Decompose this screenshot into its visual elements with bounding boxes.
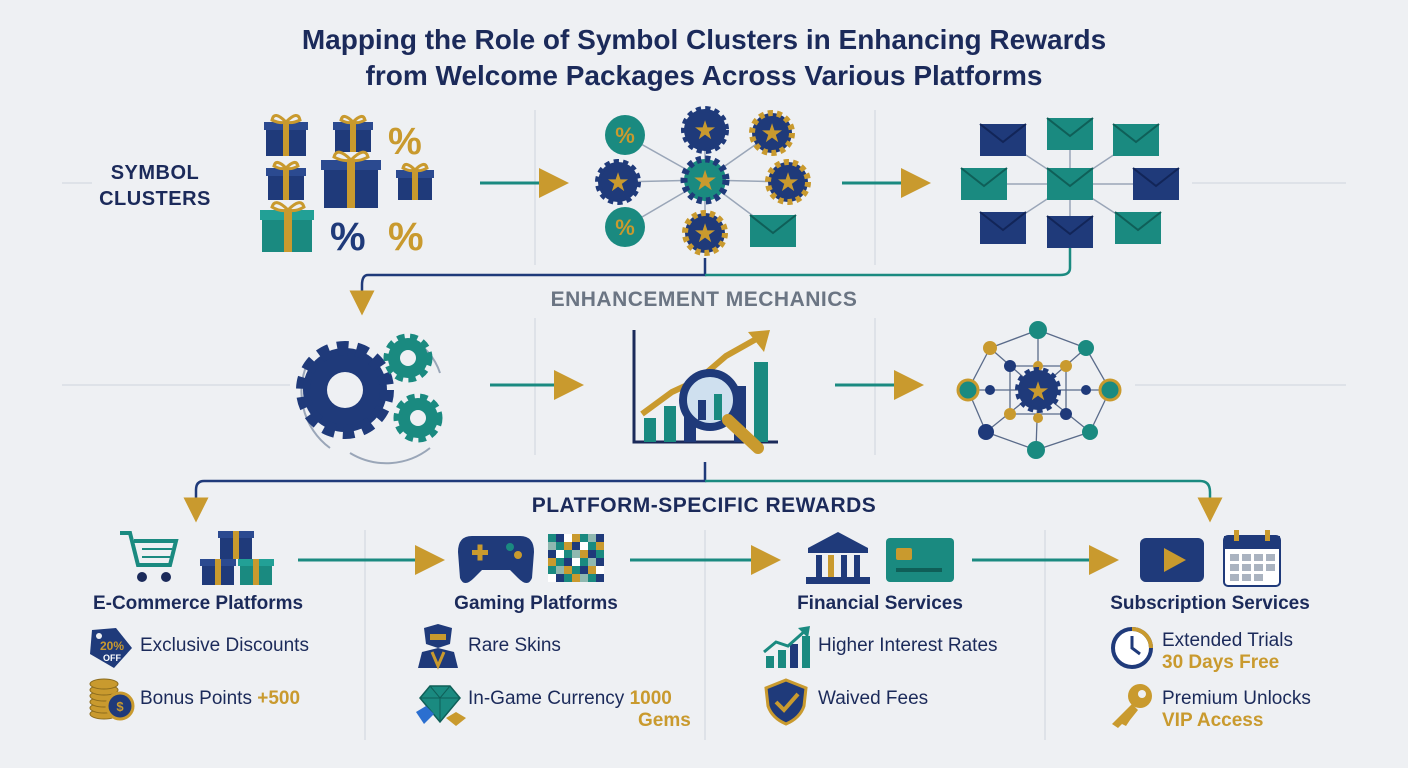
svg-text:$: $ <box>116 699 124 714</box>
envelope-icon <box>979 211 1027 244</box>
symbol-clusters-label: SYMBOL CLUSTERS <box>90 160 220 212</box>
calendar-icon <box>1223 530 1281 587</box>
star-icon: ★ <box>1026 377 1049 407</box>
percent-icon: % <box>330 215 366 259</box>
reward-in-game-currency: In-Game Currency 1000 Gems <box>468 688 691 731</box>
video-play-icon <box>1140 538 1204 582</box>
svg-text:★: ★ <box>776 168 799 198</box>
envelope-icon <box>749 214 797 247</box>
gift-box-icon <box>266 161 306 200</box>
svg-text:%: % <box>615 215 635 240</box>
envelope-icon <box>1046 167 1094 200</box>
node-network-icon: ★ <box>956 321 1122 459</box>
envelope-icon <box>1046 117 1094 150</box>
discount-tag-icon: 20% OFF <box>90 628 132 668</box>
gift-box-icon <box>264 114 308 156</box>
platform-specific-rewards-label: PLATFORM-SPECIFIC REWARDS <box>531 494 877 517</box>
gift-boxes-icon <box>200 531 274 585</box>
star-gear-network-icon: % ★ ★ ★ ★ ★ % ★ <box>595 106 811 256</box>
svg-text:★: ★ <box>606 168 629 198</box>
symbol-clusters-line-2: CLUSTERS <box>99 188 211 210</box>
gift-cluster-icon: % % % <box>260 114 434 259</box>
percent-icon: % <box>388 121 422 163</box>
reward-rare-skins: Rare Skins <box>468 635 561 656</box>
gift-box-icon <box>321 150 381 208</box>
star-gear-icon: ★ <box>749 110 795 156</box>
subscription-icons <box>1140 530 1281 587</box>
percent-icon: % <box>388 215 424 259</box>
character-skin-icon <box>418 624 458 670</box>
envelope-icon <box>1132 167 1180 200</box>
envelope-icon <box>1046 215 1094 248</box>
gift-box-icon <box>260 201 314 252</box>
star-gear-icon: ★ <box>595 159 641 205</box>
financial-icons <box>806 532 954 584</box>
vip-access-label: VIP Access <box>1162 710 1264 731</box>
shopping-cart-icon <box>120 531 179 582</box>
star-gear-icon: ★ <box>765 159 811 205</box>
star-gear-icon: ★ <box>682 210 728 256</box>
discount-badge-value: 20% <box>100 639 124 653</box>
reward-higher-interest-rates: Higher Interest Rates <box>818 635 998 656</box>
ecommerce-icons <box>120 531 274 585</box>
credit-card-icon <box>886 538 954 582</box>
coins-stack-icon: $ <box>89 678 135 721</box>
bonus-points-value: +500 <box>257 688 301 709</box>
reward-extended-trials: Extended Trials 30 Days Free <box>1162 630 1293 673</box>
svg-text:★: ★ <box>692 164 717 197</box>
platform-name-financial: Financial Services <box>797 593 963 614</box>
currency-unit: Gems <box>638 710 691 731</box>
symbol-clusters-line-1: SYMBOL <box>110 162 200 184</box>
svg-text:★: ★ <box>693 219 716 249</box>
gaming-icons <box>458 534 604 583</box>
rising-chart-icon <box>763 626 810 668</box>
shield-check-icon <box>764 678 808 726</box>
growth-chart-magnifier-icon <box>632 330 778 454</box>
envelope-network-icon <box>960 117 1180 248</box>
enhancement-mechanics-label: ENHANCEMENT MECHANICS <box>550 288 858 311</box>
svg-text:★: ★ <box>693 116 716 146</box>
row-connectors <box>183 248 1223 523</box>
reward-exclusive-discounts: Exclusive Discounts <box>140 635 309 656</box>
platform-name-ecommerce: E-Commerce Platforms <box>92 593 304 614</box>
platform-name-subscription: Subscription Services <box>1110 593 1310 614</box>
star-gear-icon: ★ <box>681 106 729 154</box>
title-line-1: Mapping the Role of Symbol Clusters in E… <box>301 24 1107 55</box>
svg-text:★: ★ <box>760 119 783 149</box>
clock-icon <box>1111 627 1153 669</box>
percent-badge-icon: % <box>605 207 645 247</box>
gems-icon <box>416 685 466 726</box>
percent-badge-icon: % <box>605 115 645 155</box>
reward-bonus-points: Bonus Points +500 <box>140 688 301 709</box>
gift-box-icon <box>396 163 434 200</box>
key-icon <box>1112 684 1152 728</box>
gift-box-icon <box>333 115 373 152</box>
reward-premium-unlocks: Premium Unlocks VIP Access <box>1162 688 1311 731</box>
envelope-icon <box>1112 123 1160 156</box>
platform-name-gaming: Gaming Platforms <box>454 593 618 614</box>
envelope-icon <box>979 123 1027 156</box>
discount-badge-sub: OFF <box>103 653 121 663</box>
gamepad-icon <box>458 536 534 583</box>
envelope-icon <box>960 167 1008 200</box>
page-title: Mapping the Role of Symbol Clusters in E… <box>0 22 1408 94</box>
bank-icon <box>806 532 870 584</box>
reward-waived-fees: Waived Fees <box>818 688 929 709</box>
envelope-icon <box>1114 211 1162 244</box>
gears-icon <box>296 333 443 465</box>
pixel-mosaic-icon <box>548 534 604 582</box>
trial-length: 30 Days Free <box>1162 652 1280 673</box>
svg-text:%: % <box>615 123 635 148</box>
currency-amount: 1000 <box>629 688 672 709</box>
title-line-2: from Welcome Packages Across Various Pla… <box>365 60 1043 91</box>
flow-arrows <box>298 168 1119 575</box>
star-gear-icon: ★ <box>680 155 730 205</box>
